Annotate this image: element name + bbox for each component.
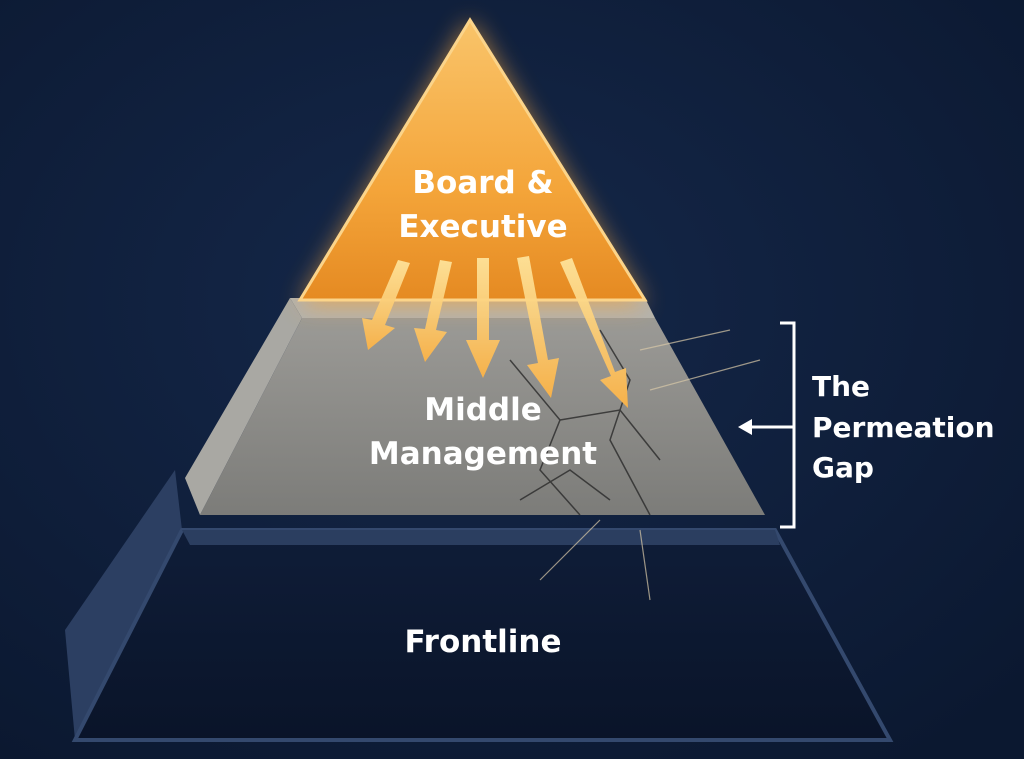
annotation-line-1: The	[812, 370, 870, 403]
tier-label-executive: Executive	[398, 209, 567, 245]
arrow-icon	[414, 260, 452, 362]
arrow-left-icon	[738, 419, 752, 435]
arrow-icon	[362, 260, 410, 350]
arrow-icon	[560, 258, 628, 408]
downward-arrows	[362, 256, 628, 408]
annotation-line-2: Permeation	[812, 411, 995, 444]
annotation-line-3: Gap	[812, 451, 874, 484]
tier-label-middle: Middle	[424, 392, 542, 428]
gap-bracket	[748, 321, 796, 529]
tier-label-management: Management	[369, 436, 597, 472]
tier-label-frontline: Frontline	[404, 624, 561, 660]
arrow-icon	[466, 258, 500, 378]
tier-frontline	[65, 470, 894, 742]
tier-label-board: Board &	[412, 165, 553, 201]
arrow-icon	[517, 256, 559, 398]
tier-board-executive	[297, 17, 648, 305]
crack-lines	[509, 329, 661, 516]
